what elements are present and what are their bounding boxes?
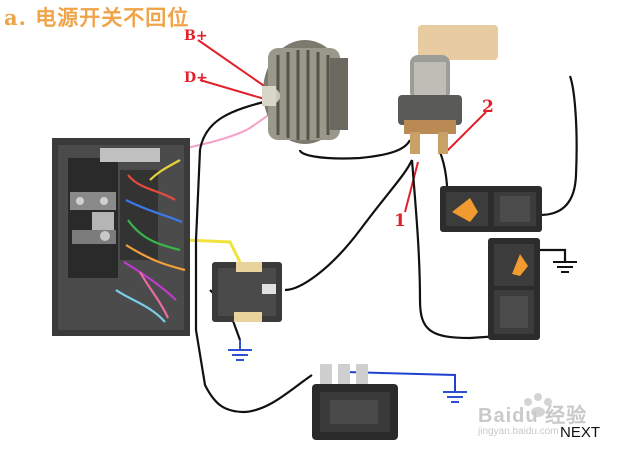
black-wire-generator-to-relay [298, 139, 411, 160]
bottom-rocker-switch [312, 364, 398, 440]
battery-relay [398, 25, 498, 154]
black-wire-generator-to-switch [194, 98, 313, 414]
relay-module [212, 262, 282, 322]
label-arrows [197, 39, 487, 213]
indicator-light [452, 198, 478, 222]
d-plus-label: D+ [184, 70, 208, 86]
watermark-sub: jingyan.baidu.com [478, 426, 559, 437]
black-wire-rocker-ground [540, 248, 567, 262]
baidu-paw-icon [524, 393, 552, 417]
black-wire-relay-module [284, 159, 413, 292]
b-plus-label: B+ [184, 28, 208, 44]
label-1: 1 [394, 211, 406, 231]
d-plus-arrow [199, 79, 269, 101]
ground-symbol-rocker [553, 261, 577, 273]
black-wire-right-loop [539, 75, 578, 217]
blue-wire [344, 371, 456, 392]
upper-rocker-switch [440, 186, 542, 232]
label-1-arrow [404, 161, 419, 213]
wiring-panel [52, 138, 190, 336]
watermark-main: Baidu 经验 [478, 405, 588, 427]
label-2-arrow [445, 111, 487, 153]
ground-symbol-relay [228, 340, 252, 361]
next-button[interactable]: NEXT [560, 424, 601, 441]
page-title: a. 电源开关不回位 [4, 5, 190, 30]
ground-symbol-bottom-switch [443, 391, 467, 403]
indicator-light [512, 254, 528, 276]
alternator [262, 40, 348, 144]
black-wire-to-lower-rocker [410, 159, 516, 340]
finger [418, 25, 498, 60]
lower-rocker-switch [488, 238, 540, 340]
b-plus-arrow [197, 39, 271, 91]
label-2: 2 [482, 97, 494, 117]
